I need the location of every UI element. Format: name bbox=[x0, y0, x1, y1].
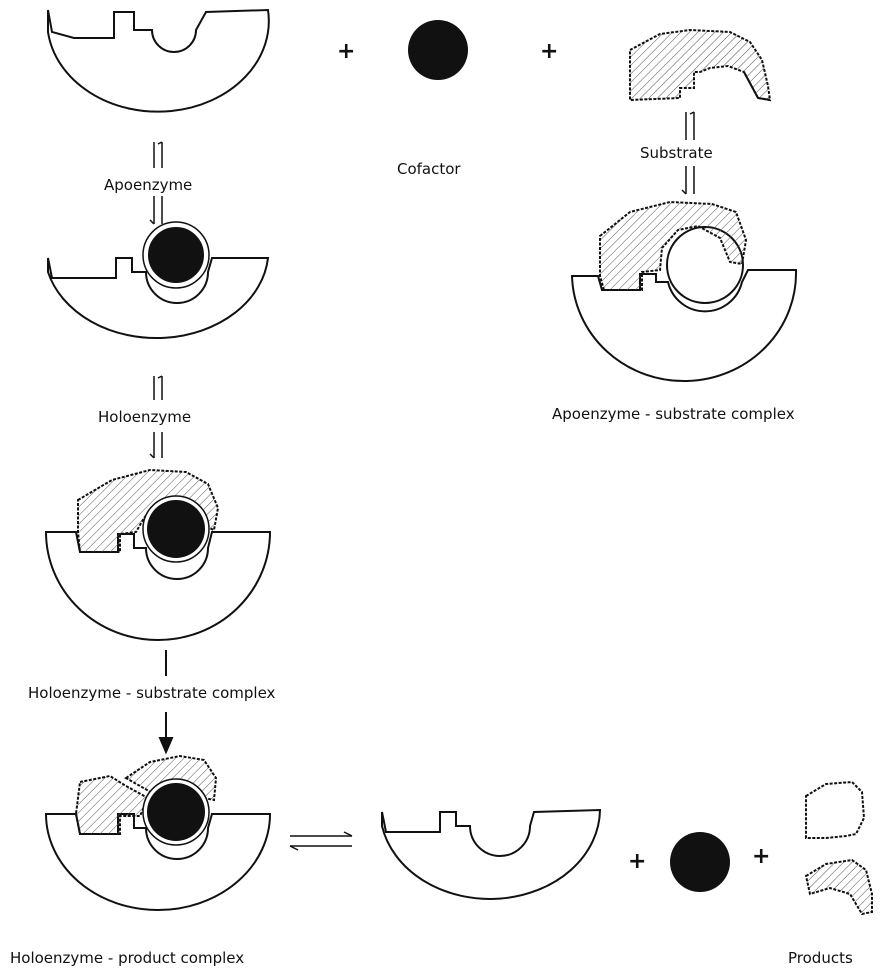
holoenzyme-substrate-shape bbox=[44, 468, 272, 641]
apoenzyme-label: Apoenzyme bbox=[104, 176, 193, 194]
forward-arrow-catalysis bbox=[158, 650, 174, 755]
substrate-shape bbox=[629, 28, 772, 102]
released-cofactor bbox=[670, 832, 730, 892]
reversible-arrow-apo bbox=[149, 141, 163, 225]
cofactor-circle bbox=[408, 20, 468, 80]
holoenzyme-cofactor bbox=[146, 225, 206, 285]
apoenzyme-substrate-shape bbox=[570, 200, 798, 382]
holoenzyme-substrate-complex-label: Holoenzyme - substrate complex bbox=[28, 684, 276, 702]
holoenzyme-label: Holoenzyme bbox=[98, 408, 192, 426]
holoenzyme-product-complex-label: Holoenzyme - product complex bbox=[10, 949, 245, 967]
substrate-label: Substrate bbox=[640, 144, 713, 162]
plus-sign-3: + bbox=[628, 849, 647, 874]
free-apoenzyme-shape bbox=[381, 808, 602, 900]
apoenzyme-shape bbox=[47, 8, 270, 113]
apoenzyme-substrate-complex-label: Apoenzyme - substrate complex bbox=[552, 405, 795, 423]
reversible-arrow-release bbox=[289, 831, 353, 851]
holoenzyme-product-shape bbox=[44, 754, 272, 911]
product-1-shape bbox=[805, 780, 866, 839]
reversible-arrow-holo bbox=[149, 375, 163, 459]
products-label: Products bbox=[788, 949, 853, 967]
plus-sign-1: + bbox=[337, 39, 356, 64]
cofactor-label: Cofactor bbox=[397, 160, 461, 178]
holoenzyme-shape bbox=[47, 257, 270, 340]
plus-sign-4: + bbox=[752, 844, 771, 869]
reversible-arrow-substrate bbox=[681, 111, 695, 195]
plus-sign-2: + bbox=[540, 39, 559, 64]
product-2-shape bbox=[804, 858, 873, 916]
